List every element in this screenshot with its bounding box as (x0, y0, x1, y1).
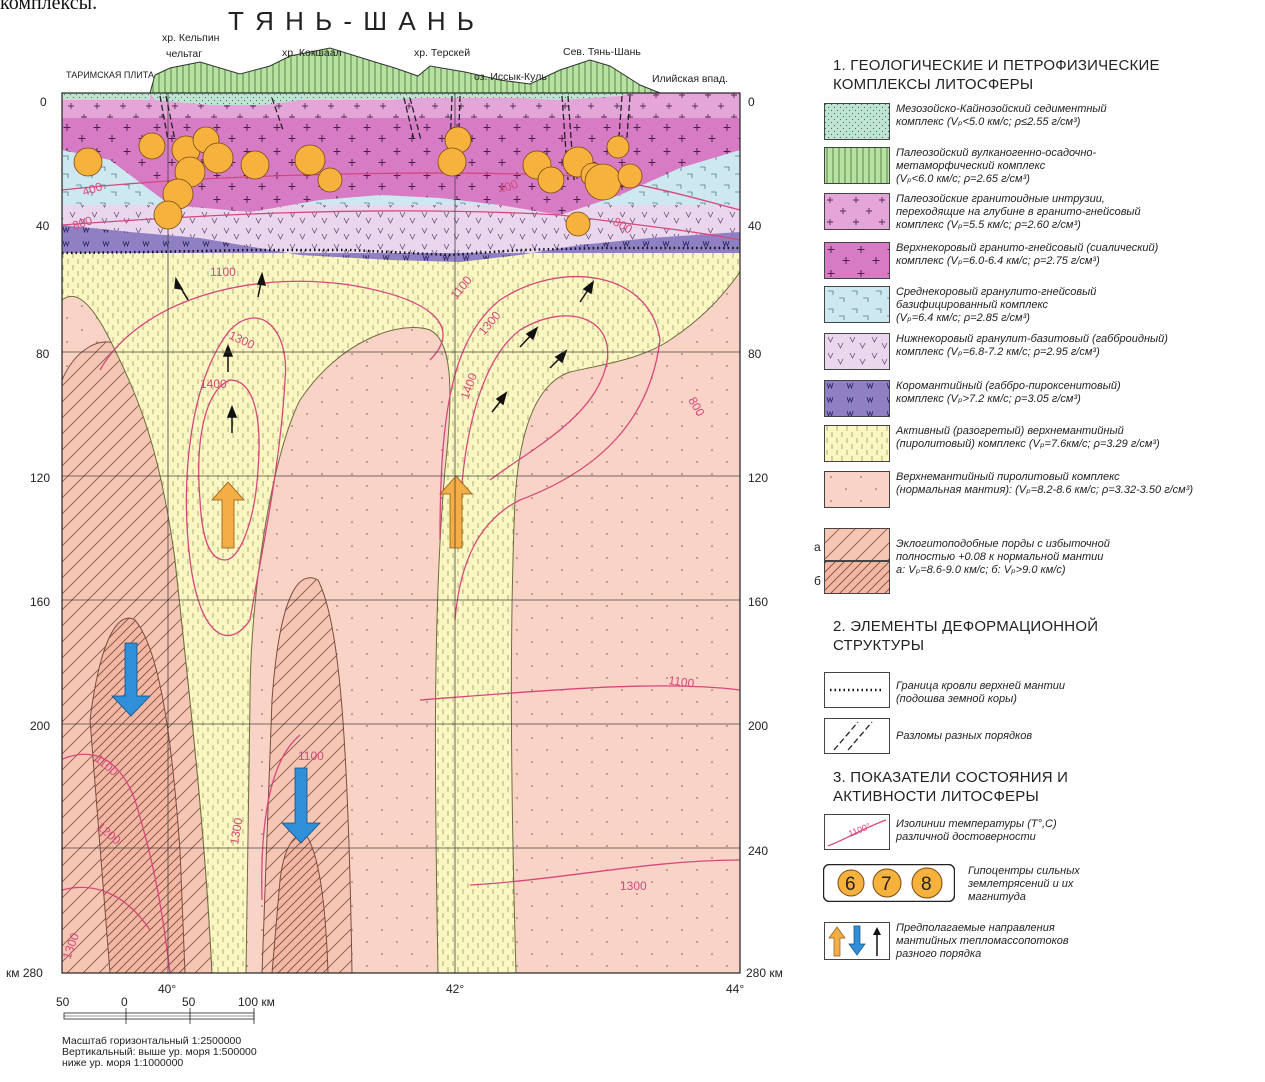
depth-label-left: 120 (30, 471, 50, 485)
earthquake-icon (241, 151, 269, 179)
legend-item: Верхнекоровый гранито-гнейсовый (сиаличе… (824, 242, 1264, 282)
depth-label-left: 160 (30, 595, 50, 609)
earthquake-icon (203, 143, 233, 173)
depth-label-left: 80 (36, 347, 50, 361)
isotherm-label: 1300 (620, 879, 647, 893)
scale-bar: 50 0 50 100 км (56, 995, 275, 1024)
earthquake-icon (618, 164, 642, 188)
legend-swatch (824, 193, 890, 230)
earthquake-text: Гипоцентры сильных землетрясений и их ма… (968, 865, 1258, 904)
isotherm-swatch: 1100° (824, 814, 890, 850)
legend-swatch (824, 103, 890, 140)
region-label-terskey: хр. Терскей (414, 47, 470, 59)
scale-note: Масштаб горизонтальный 1:2500000 Вертика… (62, 1036, 257, 1069)
fault-text: Разломы разных порядков (896, 730, 1264, 743)
legend-swatch (824, 380, 890, 417)
legend-swatch (824, 286, 890, 323)
legend-item: Верхнемантийный пиролитовый комплекс (но… (824, 471, 1264, 511)
eclogite-swatch (824, 528, 890, 594)
scale-tick: 50 (56, 995, 70, 1009)
depth-label-right: 240 (748, 844, 768, 858)
legend-item: Палеозойский вулканогенно-осадочно- мета… (824, 147, 1264, 187)
eclogite-label-a: а (814, 540, 821, 554)
flow-text: Предполагаемые направления мантийных теп… (896, 922, 1264, 961)
depth-label-right: 120 (748, 471, 768, 485)
legend-item: Среднекоровый гранулито-гнейсовый базифи… (824, 286, 1264, 326)
depth-label-right: 0 (748, 95, 755, 109)
region-label-cheltag: чельтаг (166, 48, 202, 60)
isotherm-label: 1100 (298, 749, 324, 763)
legend-section-3-title: 3. ПОКАЗАТЕЛИ СОСТОЯНИЯ И АКТИВНОСТИ ЛИТ… (833, 768, 1068, 806)
region-label-tarim: ТАРИМСКАЯ ПЛИТА (66, 70, 154, 80)
region-label-kokshaal: хр. Кокшаал (282, 47, 342, 59)
depth-label-right: 40 (748, 219, 762, 233)
earthquake-icon (566, 212, 590, 236)
earthquake-icon (295, 145, 325, 175)
earthquake-icon (74, 148, 102, 176)
eclogite-label-b: б (814, 574, 821, 588)
region-label-issyk-kul: оз. Иссык-Куль (474, 71, 547, 83)
depth-label-left: 0 (40, 95, 47, 109)
legend-item-text: Активный (разогретый) верхнемантийный (п… (896, 425, 1264, 451)
legend-item-text: Мезозойско-Кайнозойский седиментный комп… (896, 103, 1264, 129)
legend-swatch (824, 471, 890, 508)
earthquake-magnitude-swatch: 6 7 8 (823, 864, 955, 902)
region-label-ili: Илийская впад. (652, 73, 728, 85)
tarim-sediments (62, 93, 150, 100)
earthquake-icon (139, 133, 165, 159)
magnitude-label: 6 (845, 874, 856, 895)
legend-item: Активный (разогретый) верхнемантийный (п… (824, 425, 1264, 465)
legend-item: Мезозойско-Кайнозойский седиментный комп… (824, 103, 1264, 143)
geological-cross-section: 0 40 80 120 160 200 км 280 0 40 80 120 1… (0, 0, 800, 1082)
earthquake-icon (154, 201, 182, 229)
earthquake-icon (438, 148, 466, 176)
isotherm-text: Изолинии температуры (T°,C) различной до… (896, 818, 1264, 844)
scale-tick: 50 (182, 995, 196, 1009)
legend-item-text: Верхнекоровый гранито-гнейсовый (сиаличе… (896, 242, 1264, 268)
isotherm-label: 1400 (200, 377, 227, 391)
earthquake-icon (318, 168, 342, 192)
legend-item: Коромантийный (габбро-пироксенитовый) ко… (824, 380, 1264, 420)
legend-item-text: Палеозойский вулканогенно-осадочно- мета… (896, 147, 1264, 186)
earthquake-icon (607, 136, 629, 158)
legend-swatch (824, 242, 890, 279)
legend-item: Палеозойские гранитоидные интрузии, пере… (824, 193, 1264, 233)
depth-label-right: 160 (748, 595, 768, 609)
longitude-label: 44° (726, 982, 744, 996)
depth-label-left: 200 (30, 719, 50, 733)
legend-item-text: Среднекоровый гранулито-гнейсовый базифи… (896, 286, 1264, 325)
legend-item-text: Верхнемантийный пиролитовый комплекс (но… (896, 471, 1264, 497)
flow-arrow-swatch (824, 922, 890, 960)
moho-text: Граница кровли верхней мантии (подошва з… (896, 680, 1264, 706)
depth-label-right: 80 (748, 347, 762, 361)
longitude-label: 42° (446, 982, 464, 996)
legend-item-text: Коромантийный (габбро-пироксенитовый) ко… (896, 380, 1264, 406)
depth-label-bottom-right: 280 км (746, 966, 783, 980)
moho-swatch (824, 672, 890, 708)
depth-label-left: 40 (36, 219, 50, 233)
legend-item-text: Палеозойские гранитоидные интрузии, пере… (896, 193, 1264, 232)
scale-tick: 100 км (238, 995, 275, 1009)
depth-label-bottom-left: км 280 (6, 966, 43, 980)
legend-section-1-title: 1. ГЕОЛОГИЧЕСКИЕ И ПЕТРОФИЗИЧЕСКИЕ КОМПЛ… (833, 56, 1160, 94)
legend-item: Нижнекоровый гранулит-базитовый (габброи… (824, 333, 1264, 373)
legend-section-2-title: 2. ЭЛЕМЕНТЫ ДЕФОРМАЦИОННОЙ СТРУКТУРЫ (833, 617, 1098, 655)
region-label-north-tien-shan: Сев. Тянь-Шань (563, 46, 641, 58)
longitude-label: 40° (158, 982, 176, 996)
magnitude-label: 8 (921, 874, 932, 895)
fault-swatch (824, 718, 890, 754)
magnitude-label: 7 (881, 874, 892, 895)
scale-tick: 0 (121, 995, 128, 1009)
depth-label-right: 200 (748, 719, 768, 733)
legend-swatch (824, 425, 890, 462)
isotherm-label: 1100 (210, 265, 236, 279)
earthquake-icon (585, 164, 621, 200)
earthquake-icon (538, 167, 564, 193)
eclogite-text: Эклогитоподобные порды с избыточной полн… (896, 538, 1264, 577)
legend-swatch (824, 147, 890, 184)
legend-item-text: Нижнекоровый гранулит-базитовый (габброи… (896, 333, 1264, 359)
legend-swatch (824, 333, 890, 370)
region-label-kelpin: хр. Кельпин (162, 32, 220, 44)
